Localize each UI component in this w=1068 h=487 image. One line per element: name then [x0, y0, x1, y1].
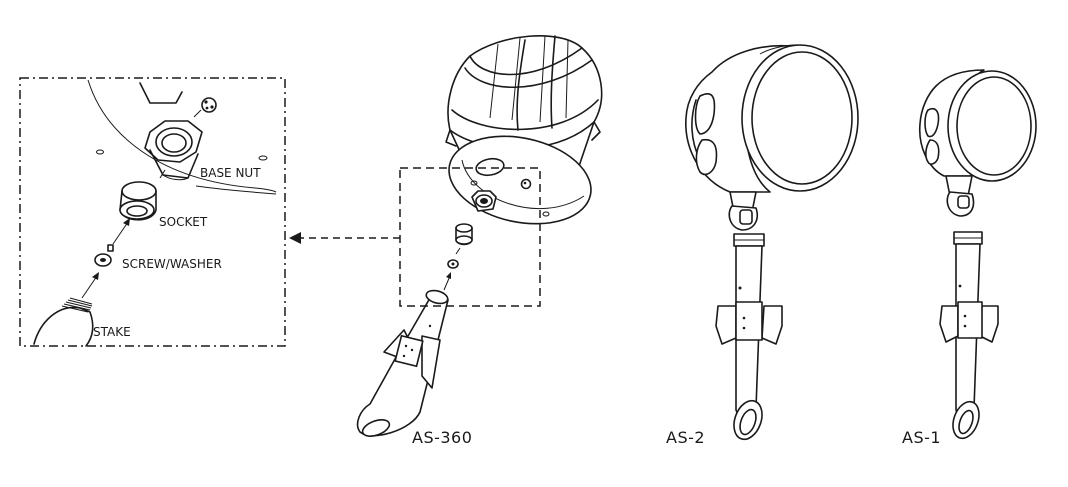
- speaker-as-1: AS-1: [902, 69, 1037, 447]
- plate-notch: [139, 82, 183, 104]
- model-label-as-1: AS-1: [902, 428, 941, 447]
- model-label-as-2: AS-2: [666, 428, 705, 447]
- detail-frame: [19, 77, 286, 347]
- label-stake: STAKE: [93, 325, 131, 339]
- model-label-as-360: AS-360: [412, 428, 472, 447]
- detail-highlight-box: [399, 167, 541, 307]
- label-base-nut: BASE NUT: [200, 166, 261, 180]
- screw-washer: [94, 244, 114, 267]
- speaker-as-2: AS-2: [666, 44, 859, 447]
- base-nut: [144, 120, 203, 181]
- detail-inset: BASE NUT SOCKET SCREW/WASHER STAKE: [19, 77, 286, 347]
- label-socket: SOCKET: [159, 215, 208, 229]
- speaker-as-360: AS-360: [356, 35, 603, 447]
- socket: [119, 181, 157, 221]
- label-screw-washer: SCREW/WASHER: [122, 257, 222, 271]
- stake-top: [33, 297, 94, 347]
- callout-arrow: [289, 232, 400, 244]
- base-plate-outline: [87, 79, 277, 193]
- assembly-arrows: [81, 169, 166, 299]
- plate-screw-hole: [201, 97, 217, 113]
